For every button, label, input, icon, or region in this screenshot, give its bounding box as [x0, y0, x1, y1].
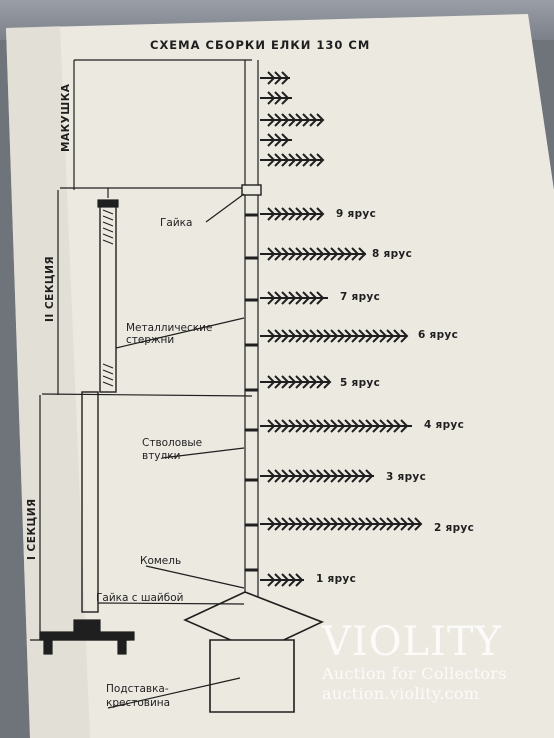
branch-9: [260, 329, 409, 343]
section-label-second: II СЕКЦИЯ: [44, 255, 56, 322]
tier-label-8: 8 ярус: [372, 248, 413, 260]
section-label-first: I СЕКЦИЯ: [26, 498, 38, 560]
stand-bar: [39, 631, 135, 641]
branch-8: [260, 291, 328, 305]
leader-nut: [205, 193, 245, 223]
label-butt: Комель: [140, 555, 182, 567]
stand-foot-left: [43, 639, 53, 655]
tier-label-5: 5 ярус: [340, 377, 381, 389]
label-rods-2: стержни: [126, 334, 175, 346]
tier-label-2: 2 ярус: [434, 522, 475, 534]
branch-12: [260, 469, 374, 483]
paper-shade: [6, 26, 90, 738]
branch-10: [260, 375, 332, 389]
leader-butt: [145, 565, 245, 589]
guide-lower: [41, 393, 253, 397]
watermark-tagline: Auction for Collectors: [322, 664, 507, 683]
branch-14: [260, 573, 304, 587]
branch-3: [260, 113, 325, 127]
branch-4: [260, 133, 292, 147]
tier-label-7: 7 ярус: [340, 291, 381, 303]
label-nut: Гайка: [160, 217, 193, 229]
branch-5: [260, 153, 325, 167]
leader-bushings: [161, 447, 245, 459]
tier-label-3: 3 ярус: [386, 471, 427, 483]
tier-label-1: 1 ярус: [316, 573, 357, 585]
nut-top: [97, 199, 119, 208]
label-bushings-1: Стволовые: [142, 437, 203, 449]
leader-nut-washer: [97, 602, 245, 605]
leader-stand: [107, 677, 241, 709]
diagram-title: СХЕМА СБОРКИ ЕЛКИ 130 СМ: [150, 38, 371, 52]
section-label-top: МАКУШКА: [60, 83, 72, 152]
tier-label-4: 4 ярус: [424, 419, 465, 431]
branch-7: [260, 247, 367, 261]
label-stand-1: Подставка-: [106, 683, 169, 695]
tier-label-9: 9 ярус: [336, 208, 377, 220]
watermark: VIOLITY Auction for Collectors auction.v…: [322, 622, 507, 702]
branch-1: [260, 71, 290, 85]
watermark-url: auction.violity.com: [322, 684, 480, 703]
branch-6: [260, 207, 325, 221]
rod-lower: [81, 391, 99, 613]
branch-13: [260, 517, 423, 531]
watermark-name: VIOLITY: [322, 619, 502, 665]
label-bushings-2: втулки: [142, 450, 181, 462]
stand-nut: [73, 619, 101, 633]
tier-label-6: 6 ярус: [418, 329, 459, 341]
stand-cross-bottom: [209, 639, 295, 713]
rod-thread-upper: [102, 209, 114, 387]
paper-sheet: [6, 14, 554, 738]
branch-2: [260, 91, 292, 105]
label-stand-2: крестовина: [106, 697, 171, 709]
branch-11: [260, 419, 412, 433]
stand-foot-right: [117, 639, 127, 655]
leader-rods: [115, 317, 245, 349]
label-rods-1: Металлические: [126, 322, 213, 334]
trunk-nut: [241, 184, 262, 196]
label-nut-washer: Гайка с шайбой: [96, 592, 184, 604]
